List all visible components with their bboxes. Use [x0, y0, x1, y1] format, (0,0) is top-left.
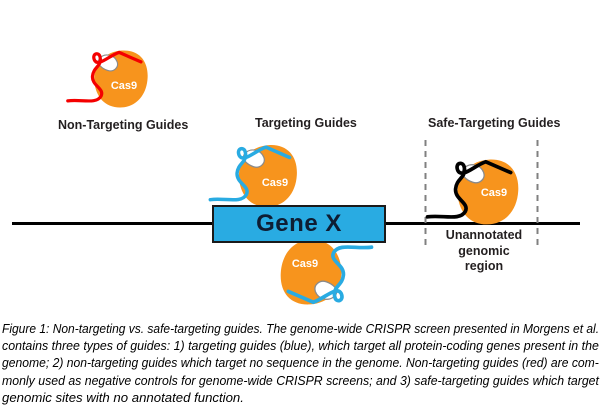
targeting-guides-label: Targeting Guides — [255, 116, 357, 130]
cas9-label: Cas9 — [110, 80, 138, 92]
unannotated-region-label: Unannotated genomic region — [445, 228, 523, 273]
gene-x-label: Gene X — [256, 210, 342, 237]
cas9-label: Cas9 — [291, 258, 319, 270]
non-targeting-guides-label: Non-Targeting Guides — [58, 118, 189, 132]
caption-line: genomic sites with no annotated function… — [2, 389, 244, 405]
gene-x-box: Gene X — [212, 205, 386, 243]
cas9-targeting-bottom — [278, 237, 374, 307]
cas9-non-targeting — [66, 48, 150, 110]
caption-line: Figure 1: Non-targeting vs. safe-targeti… — [2, 321, 600, 336]
caption-line: contains three types of guides: 1) targe… — [2, 338, 599, 354]
cas9-targeting-top — [208, 143, 299, 209]
safe-targeting-guides-label: Safe-Targeting Guides — [428, 116, 561, 130]
caption-line: monly used as negative controls for geno… — [2, 372, 599, 388]
figure-caption: Figure 1: Non-targeting vs. safe-targeti… — [2, 320, 599, 406]
cas9-label: Cas9 — [261, 177, 289, 189]
crispr-guides-diagram: Non-Targeting Guides Targeting Guides Sa… — [12, 48, 580, 307]
cas9-label: Cas9 — [480, 187, 508, 199]
caption-line: genome; 2) non-targeting guides which ta… — [2, 355, 599, 371]
